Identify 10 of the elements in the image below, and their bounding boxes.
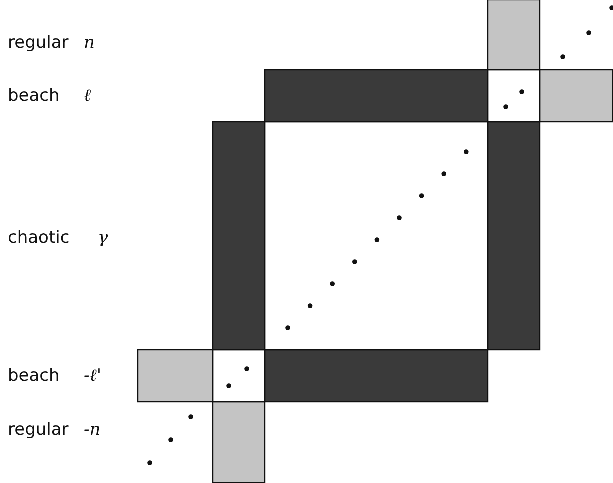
region-label: beach [8,86,60,106]
symbol-label: n [84,33,95,53]
region-label: chaotic [8,228,70,248]
symbol-label: ℓ [84,86,92,106]
region-label: regular [8,33,69,53]
symbol-label: -ℓ' [84,366,102,386]
region-label: regular [8,420,69,440]
region-label: beach [8,366,60,386]
symbol-label: γ [98,228,108,248]
symbol-label: -n [84,420,101,440]
